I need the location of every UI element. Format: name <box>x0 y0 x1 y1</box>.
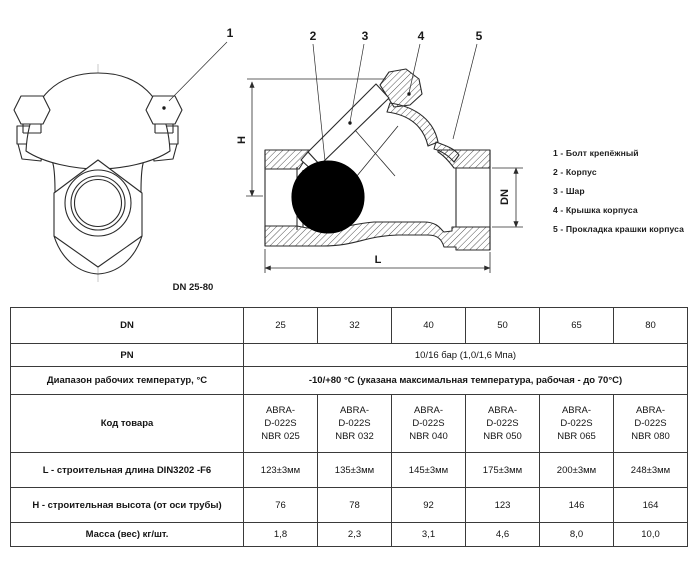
table-cell: 123 <box>465 487 540 523</box>
port-thread <box>70 175 126 231</box>
table-row-length: L - строительная длина DIN3202 -F6 123±3… <box>10 452 688 488</box>
ball <box>291 160 365 234</box>
table-cell: 92 <box>391 487 466 523</box>
table-cell: 76 <box>243 487 318 523</box>
table-cell-span: 10/16 бар (1,0/1,6 Мпа) <box>243 343 688 367</box>
row-label-height: H - строительная высота (от оси трубы) <box>10 487 244 523</box>
leader-dot-3 <box>348 121 352 125</box>
table-row-mass: Масса (вес) кг/шт. 1,8 2,3 3,1 4,6 8,0 1… <box>10 522 688 547</box>
callout-dot <box>162 106 166 110</box>
bolt-left <box>13 95 51 134</box>
table-row-dn: DN 25 32 40 50 65 80 <box>10 307 688 344</box>
table-cell-span: -10/+80 °С (указана максимальная темпера… <box>243 366 688 395</box>
callout-2: 2 <box>310 29 317 43</box>
table-cell: 4,6 <box>465 522 540 547</box>
table-cell: 65 <box>539 307 614 344</box>
table-cell: 32 <box>317 307 392 344</box>
table-cell: 80 <box>613 307 688 344</box>
table-cell: 200±3мм <box>539 452 614 488</box>
port-bore <box>73 178 123 228</box>
front-view <box>13 64 183 282</box>
table-cell: ABRA- D-022S NBR 032 <box>317 394 392 453</box>
body-base <box>53 235 143 275</box>
dim-DN: DN <box>492 167 523 228</box>
dim-label-l: L <box>375 254 382 266</box>
table-cell: 25 <box>243 307 318 344</box>
legend-item: 3 - Шар <box>553 186 585 196</box>
row-label-mass: Масса (вес) кг/шт. <box>10 522 244 547</box>
bonnet-dome-rim <box>386 102 439 147</box>
table-cell: 146 <box>539 487 614 523</box>
row-label-code: Код товара <box>10 394 244 453</box>
table-cell: 164 <box>613 487 688 523</box>
table-cell: ABRA- D-022S NBR 040 <box>391 394 466 453</box>
row-label-pn: PN <box>10 343 244 367</box>
size-range-label: DN 25-80 <box>173 282 214 293</box>
table-cell: 2,3 <box>317 522 392 547</box>
dim-label-h: H <box>236 136 248 144</box>
callout-5: 5 <box>476 29 483 43</box>
leader-1 <box>168 41 228 102</box>
row-label-temp: Диапазон рабочих температур, °С <box>10 366 244 395</box>
position-cross <box>351 125 399 183</box>
table-row-code: Код товара ABRA- D-022S NBR 025 ABRA- D-… <box>10 394 688 453</box>
leader-4 <box>408 43 421 94</box>
legend-item: 1 - Болт крепёжный <box>553 148 639 158</box>
table-cell: 50 <box>465 307 540 344</box>
leader-2 <box>312 43 326 162</box>
table-cell: 1,8 <box>243 522 318 547</box>
table-row-height: H - строительная высота (от оси трубы) 7… <box>10 487 688 523</box>
table-cell: ABRA- D-022S NBR 025 <box>243 394 318 453</box>
spec-table: DN 25 32 40 50 65 80 PN 10/16 бар (1,0/1… <box>10 307 688 547</box>
table-cell: 8,0 <box>539 522 614 547</box>
dim-L: L <box>264 249 491 273</box>
parts-legend: 1 - Болт крепёжный 2 - Корпус 3 - Шар 4 … <box>553 148 684 243</box>
table-cell: 145±3мм <box>391 452 466 488</box>
table-cell: ABRA- D-022S NBR 050 <box>465 394 540 453</box>
bolt-right <box>145 95 183 134</box>
legend-item: 2 - Корпус <box>553 167 597 177</box>
dimensions: H DN L <box>236 78 523 273</box>
gasket-curl <box>433 141 460 163</box>
table-cell: 123±3мм <box>243 452 318 488</box>
table-row-temp: Диапазон рабочих температур, °С -10/+80 … <box>10 366 688 395</box>
row-label-dn: DN <box>10 307 244 344</box>
table-cell: 248±3мм <box>613 452 688 488</box>
callouts: 1 2 3 4 5 <box>168 26 483 162</box>
port-outer <box>64 169 132 237</box>
leader-5 <box>452 43 478 140</box>
leader-3 <box>349 43 365 123</box>
technical-drawing: H DN L 1 2 3 4 5 <box>13 26 523 293</box>
table-cell: 175±3мм <box>465 452 540 488</box>
dim-label-dn: DN <box>499 189 511 205</box>
table-cell: 3,1 <box>391 522 466 547</box>
section-view <box>264 68 491 251</box>
table-cell: ABRA- D-022S NBR 065 <box>539 394 614 453</box>
table-cell: 10,0 <box>613 522 688 547</box>
legend-item: 4 - Крышка корпуса <box>553 205 638 215</box>
callout-1: 1 <box>227 26 234 40</box>
table-cell: 40 <box>391 307 466 344</box>
callout-4: 4 <box>418 29 425 43</box>
leader-dot-4 <box>407 92 411 96</box>
dome-cover <box>25 72 171 170</box>
bonnet-plate <box>307 83 390 166</box>
table-cell: 135±3мм <box>317 452 392 488</box>
callout-3: 3 <box>362 29 369 43</box>
legend-item: 5 - Прокладка крашки корпуса <box>553 224 685 234</box>
table-cell: 78 <box>317 487 392 523</box>
row-label-length: L - строительная длина DIN3202 -F6 <box>10 452 244 488</box>
table-row-pn: PN 10/16 бар (1,0/1,6 Мпа) <box>10 343 688 367</box>
table-cell: ABRA- D-022S NBR 080 <box>613 394 688 453</box>
